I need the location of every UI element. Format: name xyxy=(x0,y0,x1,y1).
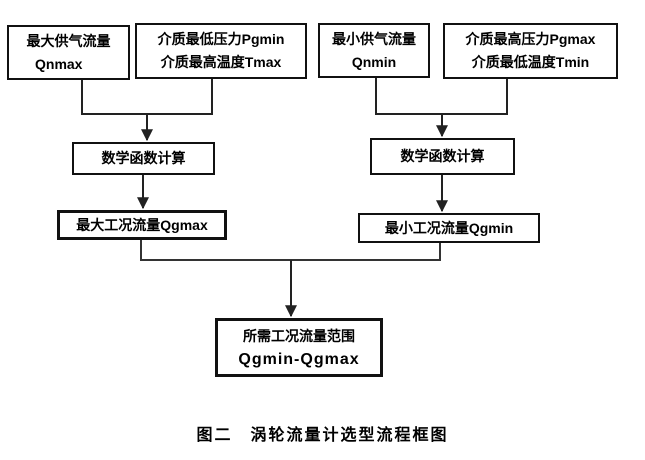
node-label: Qnmin xyxy=(351,53,397,70)
node-label: 介质最低压力Pgmin xyxy=(157,31,285,47)
node-label: 最小工况流量Qgmin xyxy=(384,219,514,236)
node-pgmin-tmax: 介质最低压力Pgmin 介质最高温度Tmax xyxy=(135,23,307,79)
node-label: 最大工况流量Qgmax xyxy=(76,216,208,233)
node-calc-left: 数学函数计算 xyxy=(72,142,215,175)
node-label: 所需工况流量范围 xyxy=(243,327,355,344)
node-qnmin: 最小供气流量 Qnmin xyxy=(318,23,430,78)
node-calc-right: 数学函数计算 xyxy=(370,138,515,175)
edge-inputs-left-merge xyxy=(81,79,213,115)
edge-qg-merge xyxy=(140,240,441,261)
node-qnmax: 最大供气流量 Qnmax xyxy=(7,25,130,80)
node-label: 介质最低温度Tmin xyxy=(471,54,590,70)
edge-inputs-right-merge xyxy=(375,78,508,115)
node-label: 介质最高温度Tmax xyxy=(160,54,282,70)
node-pgmax-tmin: 介质最高压力Pgmax 介质最低温度Tmin xyxy=(443,23,618,79)
node-label: Qnmax xyxy=(35,55,83,72)
node-label: 最小供气流量 xyxy=(332,30,416,47)
node-label: 介质最高压力Pgmax xyxy=(465,31,596,47)
node-label: 数学函数计算 xyxy=(400,148,485,164)
node-label: 数学函数计算 xyxy=(101,150,186,166)
node-result: 所需工况流量范围 Qgmin-Qgmax xyxy=(215,318,383,377)
node-label: Qgmin-Qgmax xyxy=(238,350,360,368)
node-qgmax: 最大工况流量Qgmax xyxy=(57,210,227,240)
node-label: 最大供气流量 xyxy=(26,32,111,49)
node-qgmin: 最小工况流量Qgmin xyxy=(358,213,540,243)
figure-caption: 图二 涡轮流量计选型流程框图 xyxy=(196,427,449,444)
